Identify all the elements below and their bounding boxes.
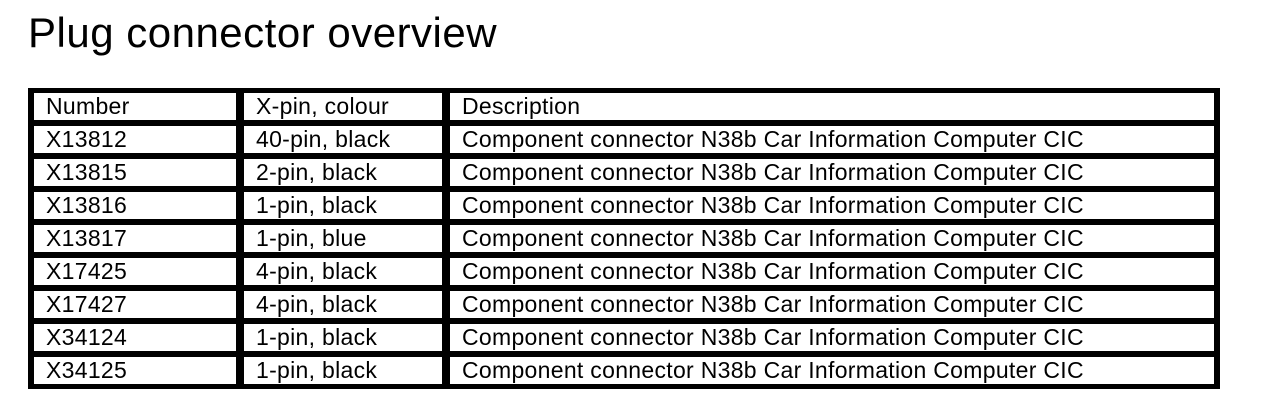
cell-description: Component connector N38b Car Information… (446, 354, 1218, 387)
cell-pin-colour: 1-pin, black (240, 354, 446, 387)
cell-number: X13816 (30, 189, 240, 222)
cell-pin-colour: 1-pin, black (240, 321, 446, 354)
table-row: X13817 1-pin, blue Component connector N… (30, 222, 1218, 255)
cell-description: Component connector N38b Car Information… (446, 189, 1218, 222)
header-row: Number X-pin, colour Description (30, 90, 1218, 123)
cell-number: X34124 (30, 321, 240, 354)
page-title: Plug connector overview (28, 9, 498, 56)
cell-description: Component connector N38b Car Information… (446, 222, 1218, 255)
table-row: X34124 1-pin, black Component connector … (30, 321, 1218, 354)
table-row: X17425 4-pin, black Component connector … (30, 255, 1218, 288)
cell-pin-colour: 40-pin, black (240, 123, 446, 156)
cell-pin-colour: 4-pin, black (240, 255, 446, 288)
cell-description: Component connector N38b Car Information… (446, 288, 1218, 321)
cell-pin-colour: 1-pin, black (240, 189, 446, 222)
cell-pin-colour: 1-pin, blue (240, 222, 446, 255)
cell-number: X13812 (30, 123, 240, 156)
cell-description: Component connector N38b Car Information… (446, 156, 1218, 189)
table-row: X13816 1-pin, black Component connector … (30, 189, 1218, 222)
header-pin-colour: X-pin, colour (240, 90, 446, 123)
plug-connector-table: Number X-pin, colour Description X13812 … (28, 88, 1220, 389)
header-number: Number (30, 90, 240, 123)
cell-pin-colour: 2-pin, black (240, 156, 446, 189)
cell-number: X17427 (30, 288, 240, 321)
cell-number: X13817 (30, 222, 240, 255)
cell-description: Component connector N38b Car Information… (446, 255, 1218, 288)
cell-number: X34125 (30, 354, 240, 387)
table-header: Number X-pin, colour Description (30, 90, 1218, 123)
table-row: X13812 40-pin, black Component connector… (30, 123, 1218, 156)
table-row: X34125 1-pin, black Component connector … (30, 354, 1218, 387)
cell-number: X13815 (30, 156, 240, 189)
header-description: Description (446, 90, 1218, 123)
table-row: X13815 2-pin, black Component connector … (30, 156, 1218, 189)
table-body: X13812 40-pin, black Component connector… (30, 123, 1218, 387)
cell-description: Component connector N38b Car Information… (446, 321, 1218, 354)
table-row: X17427 4-pin, black Component connector … (30, 288, 1218, 321)
cell-number: X17425 (30, 255, 240, 288)
cell-pin-colour: 4-pin, black (240, 288, 446, 321)
cell-description: Component connector N38b Car Information… (446, 123, 1218, 156)
